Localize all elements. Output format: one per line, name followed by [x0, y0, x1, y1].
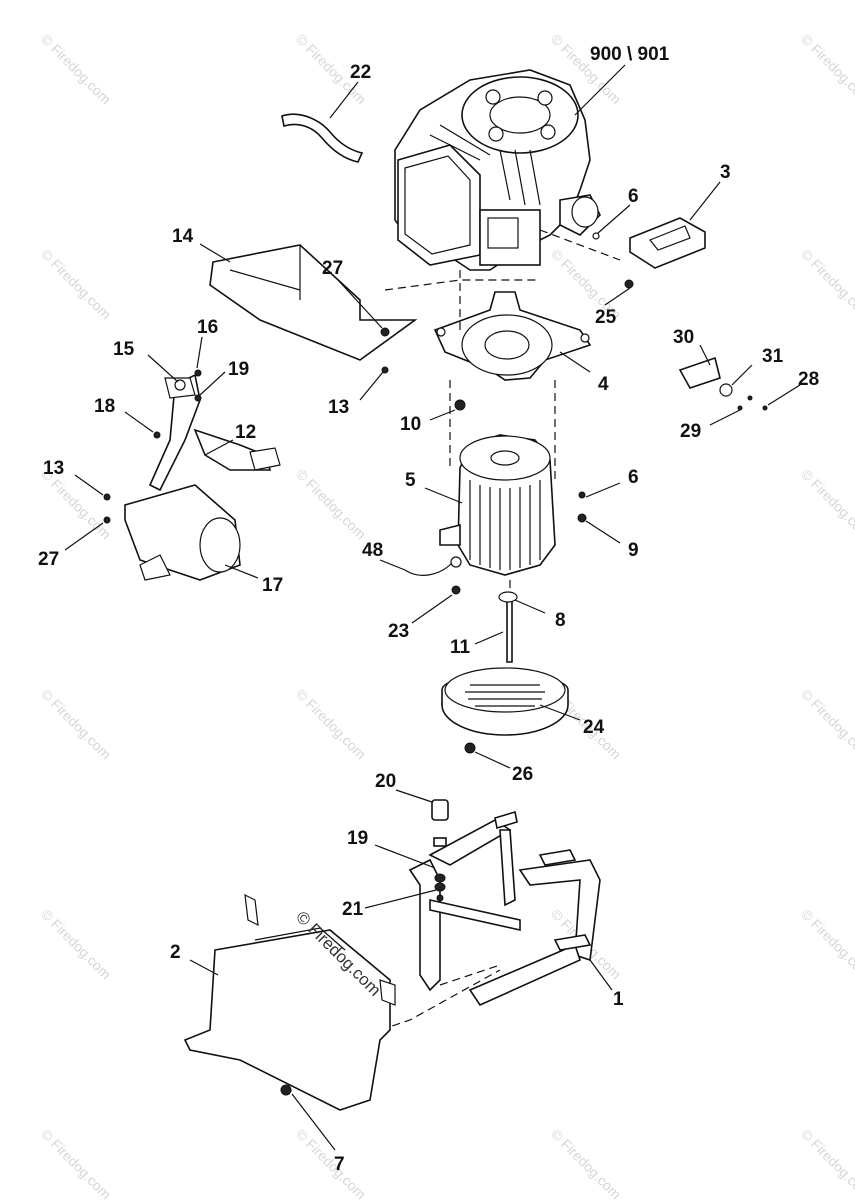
engine-assembly — [394, 69, 601, 271]
watermark: © Firedog.com — [548, 1126, 624, 1200]
watermark: © Firedog.com — [293, 1126, 369, 1200]
watermark: © Firedog.com — [798, 31, 855, 107]
callout-14: 14 — [172, 226, 194, 247]
callout-6: 6 — [628, 186, 639, 207]
watermark: © Firedog.com — [38, 906, 114, 982]
callout-19: 19 — [347, 828, 368, 849]
callout-16: 16 — [197, 317, 218, 338]
callout-7: 7 — [334, 1154, 345, 1175]
watermark: © Firedog.com — [38, 1126, 114, 1200]
callout-13: 13 — [328, 397, 349, 418]
callout-18: 18 — [94, 396, 115, 417]
callout-29: 29 — [680, 421, 701, 442]
callout-13: 13 — [43, 458, 64, 479]
heat-shield — [209, 244, 418, 361]
callout-48: 48 — [362, 540, 383, 561]
callout-4: 4 — [598, 374, 609, 395]
callout-11: 11 — [450, 637, 471, 658]
callout-5: 5 — [405, 470, 416, 491]
callout-3: 3 — [720, 162, 731, 183]
callout-19: 19 — [228, 359, 249, 380]
callout-31: 31 — [762, 346, 784, 367]
frame — [408, 810, 601, 1007]
callout-25: 25 — [595, 307, 617, 328]
callout-30: 30 — [673, 327, 694, 348]
callout-27: 27 — [38, 549, 59, 570]
watermark: © Firedog.com — [798, 1126, 855, 1200]
callout-8: 8 — [555, 610, 566, 631]
callout-20: 20 — [375, 771, 396, 792]
ground-wire — [404, 556, 462, 576]
callout-26: 26 — [512, 764, 533, 785]
washer — [498, 591, 518, 603]
callout-24: 24 — [583, 717, 605, 738]
watermark: © Firedog.com — [798, 906, 855, 982]
callout-17: 17 — [262, 575, 283, 596]
callout-6: 6 — [628, 467, 639, 488]
through-bolt — [506, 599, 513, 663]
watermark: © Firedog.com — [798, 686, 855, 762]
watermark: © Firedog.com — [293, 686, 369, 762]
callout-10: 10 — [400, 414, 421, 435]
fan-cover — [441, 667, 569, 736]
watermark: © Firedog.com — [38, 686, 114, 762]
callout-23: 23 — [388, 621, 409, 642]
control-panel-shield — [183, 893, 396, 1111]
callout-12: 12 — [235, 422, 256, 443]
adapter-plate — [433, 291, 592, 381]
breather-hose — [281, 113, 364, 163]
alternator — [439, 434, 556, 576]
exhaust-manifold — [148, 373, 281, 492]
watermark: © Firedog.com — [293, 466, 369, 542]
callout-27: 27 — [322, 258, 343, 279]
callout-900-901: 900 \ 901 — [590, 44, 670, 65]
callout-15: 15 — [113, 339, 135, 360]
bracket — [629, 217, 706, 269]
callout-22: 22 — [350, 62, 371, 83]
isolator-mount — [431, 799, 449, 892]
callout-labels: 900 \ 901 22 3 6 14 27 25 16 15 19 30 31… — [38, 44, 819, 1175]
callout-1: 1 — [613, 989, 624, 1010]
watermark: © Firedog.com — [38, 246, 114, 322]
callout-28: 28 — [798, 369, 819, 390]
callout-2: 2 — [170, 942, 181, 963]
callout-21: 21 — [342, 899, 364, 920]
watermark: © Firedog.com — [38, 31, 114, 107]
leader-lines — [64, 64, 801, 1151]
watermark: © Firedog.com — [798, 466, 855, 542]
callout-9: 9 — [628, 540, 639, 561]
muffler — [124, 484, 241, 581]
watermark: © Firedog.com — [798, 246, 855, 322]
hardware — [103, 232, 768, 1096]
